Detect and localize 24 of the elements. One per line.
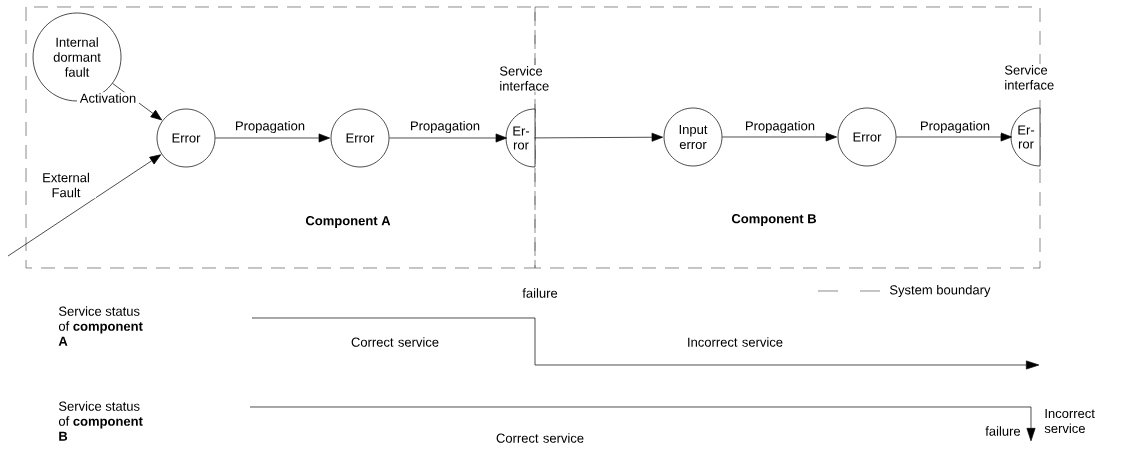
status-label: Incorrect service (1044, 408, 1095, 434)
status-label: Correct service (351, 337, 439, 347)
arrow (215, 133, 331, 143)
arrow (389, 133, 507, 143)
edge-label: Propagation (411, 120, 480, 134)
status-label: Correct service (496, 433, 584, 443)
status-label: failure (522, 288, 558, 298)
interface-label: Service interface (498, 65, 559, 92)
arrow (112, 83, 162, 121)
status-label: failure (985, 426, 1021, 436)
arrow (7, 154, 162, 257)
status-label: Service status of component B (58, 401, 143, 441)
edge-label: Propagation (746, 120, 815, 134)
edge-label: Propagation (236, 120, 305, 134)
status-label: Incorrect service (688, 337, 783, 347)
edge-label: Activation (79, 93, 136, 103)
arrow (896, 132, 1012, 142)
legend-label: System boundary (889, 284, 991, 298)
arrow (722, 132, 837, 142)
arrow (534, 132, 663, 142)
edge-label: Propagation (921, 120, 990, 134)
status-label: Service status of component A (58, 306, 143, 346)
edge-label: External Fault (43, 172, 89, 198)
interface-label: Service interface (1003, 64, 1064, 91)
